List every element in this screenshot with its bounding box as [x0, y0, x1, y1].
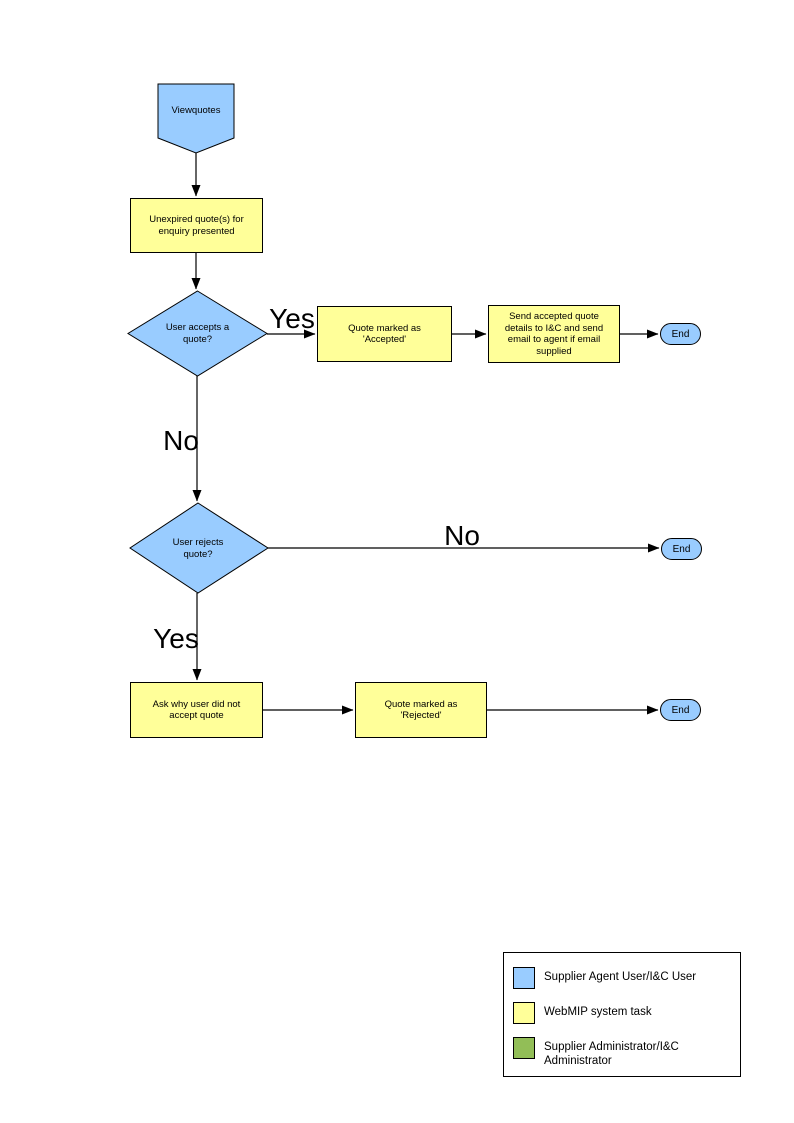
edge-label-accept-no: No	[163, 425, 199, 456]
send-details-box: Send accepted quote details to I&C and s…	[488, 305, 620, 363]
legend: Supplier Agent User/I&C User WebMIP syst…	[503, 952, 741, 1077]
reject-decision-label: User rejects quote?	[172, 537, 224, 560]
edge-label-reject-no: No	[444, 520, 480, 551]
reject-decision-diamond-shape	[129, 502, 269, 594]
end-terminator-3: End	[660, 699, 701, 721]
end-terminator-1: End	[660, 323, 701, 345]
legend-item-supplier-agent-user: Supplier Agent User/I&C User	[513, 967, 732, 989]
mark-accepted-box: Quote marked as 'Accepted'	[317, 306, 452, 362]
legend-label: Supplier Administrator/I&C Administrator	[544, 1041, 679, 1067]
start-pentagon-shape	[157, 83, 235, 154]
edge-label-accept-yes: Yes	[269, 303, 315, 334]
legend-item-webmip-system-task: WebMIP system task	[513, 1002, 732, 1024]
present-quotes-box: Unexpired quote(s) for enquiry presented	[130, 198, 263, 253]
edge-label-reject-yes: Yes	[153, 623, 199, 654]
legend-label: Supplier Agent User/I&C User	[544, 971, 697, 983]
accept-decision-label: User accepts a quote?	[165, 322, 230, 345]
ask-why-box: Ask why user did not accept quote	[130, 682, 263, 738]
start-node-label: Viewquotes	[171, 105, 221, 117]
mark-rejected-box: Quote marked as 'Rejected'	[355, 682, 487, 738]
legend-label: WebMIP system task	[544, 1006, 652, 1018]
legend-item-supplier-administrator: Supplier Administrator/I&C Administrator	[513, 1037, 732, 1068]
end-terminator-2: End	[661, 538, 702, 560]
legend-swatch-blue	[513, 967, 535, 989]
legend-swatch-green	[513, 1037, 535, 1059]
legend-swatch-yellow	[513, 1002, 535, 1024]
